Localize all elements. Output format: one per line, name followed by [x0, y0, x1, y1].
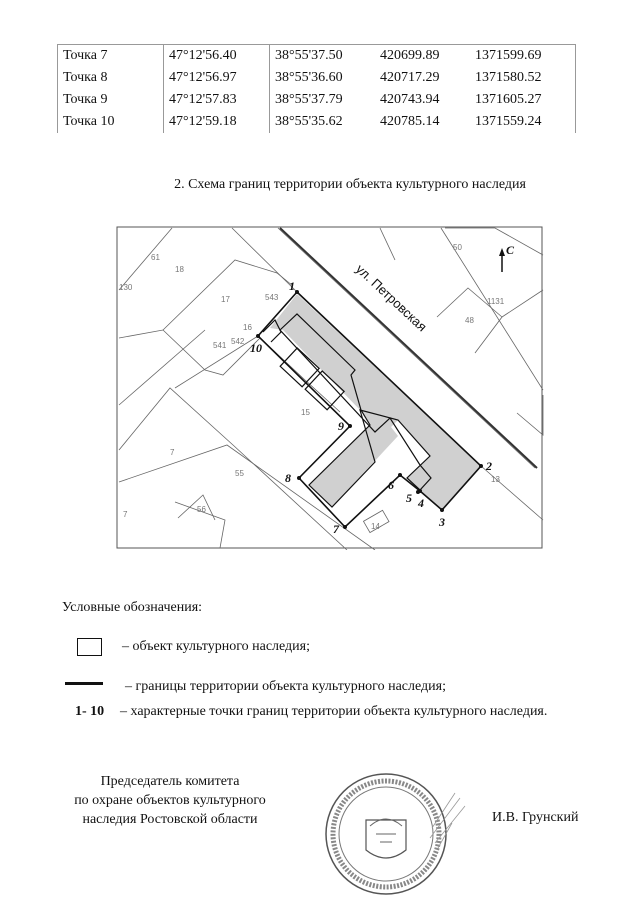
parcel-number: 16: [243, 323, 252, 332]
table-cell: Точка 9: [57, 89, 164, 111]
territory-boundary: [256, 291, 483, 529]
parcel-number: 13: [491, 475, 500, 484]
parcel-number: 18: [175, 265, 184, 274]
boundary-point-label: 7: [333, 522, 340, 536]
cultural-heritage-object: [262, 313, 432, 508]
table-cell: 420743.94: [380, 92, 440, 107]
parcel-number: 61: [151, 253, 160, 262]
table-cell: Точка 10: [57, 111, 164, 133]
parcel-number: 17: [221, 295, 230, 304]
table-cell: 47°12'56.97: [163, 67, 270, 89]
boundary-point-label: 3: [438, 515, 445, 529]
table-cell: 47°12'59.18: [163, 111, 270, 133]
table-cell: Точка 8: [57, 67, 164, 89]
table-cell: 420699.89: [375, 44, 470, 67]
boundary-point-marker: [398, 473, 402, 477]
parcel-number: 56: [197, 505, 206, 514]
legend-points-symbol: 1- 10: [75, 704, 105, 719]
table-cell: 1371599.69: [470, 44, 576, 67]
legend-title: Условные обозначения:: [62, 600, 203, 615]
parcel-number: 14: [371, 522, 380, 531]
table-cell: 420717.29: [380, 70, 440, 85]
legend-item-boundary: – границы территории объекта культурного…: [125, 679, 446, 694]
north-arrow-head-icon: [499, 248, 505, 256]
parcel-number: 48: [465, 316, 474, 325]
boundary-point-marker: [295, 290, 299, 294]
boundary-point-label: 8: [285, 471, 291, 485]
boundary-point-label: 5: [406, 491, 412, 505]
table-cell: 47°12'57.83: [163, 89, 270, 111]
table-cell: 38°55'36.60: [275, 70, 343, 85]
parcel-number: 55: [235, 469, 244, 478]
table-cell: 1371580.52: [470, 67, 576, 89]
parcel-number: 1131: [487, 297, 505, 306]
table-cell: 1371559.24: [470, 111, 576, 133]
boundary-point-label: 2: [485, 459, 492, 473]
legend-line-icon: [65, 682, 103, 685]
handwritten-signature: [429, 792, 466, 849]
boundary-point-marker: [348, 424, 352, 428]
table-cell: 47°12'56.40: [163, 44, 270, 67]
boundary-point-marker: [416, 490, 420, 494]
legend-item-object: – объект культурного наследия;: [122, 639, 310, 654]
parcel-number: 7: [170, 448, 175, 457]
position-line: наследия Ростовской области: [82, 812, 258, 827]
boundary-point-label: 10: [250, 341, 262, 355]
street-edge: [279, 227, 538, 469]
legend-item-points: – характерные точки границ территории об…: [120, 704, 548, 719]
parcel-number: 130: [119, 283, 133, 292]
table-cell: 38°55'37.50: [269, 44, 375, 67]
boundary-point-label: 9: [338, 419, 344, 433]
table-cell: Точка 7: [57, 44, 164, 67]
parcel-number: 15: [301, 408, 310, 417]
parcel-number: 542: [231, 337, 245, 346]
scheme-title: 2. Схема границ территории объекта культ…: [174, 177, 526, 192]
boundary-point-label: 6: [388, 478, 394, 492]
boundary-point-marker: [297, 476, 301, 480]
table-cell: 38°55'37.79: [275, 92, 343, 107]
boundary-point-label: 1: [289, 279, 295, 293]
table-cell: 420785.14: [380, 114, 440, 129]
parcel-number: 543: [265, 293, 279, 302]
table-cell: 1371605.27: [470, 89, 576, 111]
signatory-position: Председатель комитета по охране объектов…: [40, 772, 300, 829]
position-line: по охране объектов культурного: [74, 793, 266, 808]
boundary-point-marker: [343, 525, 347, 529]
boundary-point-marker: [440, 508, 444, 512]
boundary-point-marker: [479, 464, 483, 468]
signatory-name: И.В. Грунский: [492, 810, 579, 825]
table-cell: 38°55'35.62: [275, 114, 343, 129]
parcel-number: 7: [123, 510, 128, 519]
boundary-point-label: 4: [417, 496, 424, 510]
boundary-point-marker: [256, 334, 260, 338]
parcel-number: 50: [453, 243, 462, 252]
position-line: Председатель комитета: [100, 774, 240, 789]
legend-box-icon: [77, 638, 102, 656]
parcel-number: 541: [213, 341, 227, 350]
official-stamp: [325, 773, 466, 895]
territory-fill: [270, 294, 481, 510]
north-label: С: [506, 243, 515, 257]
